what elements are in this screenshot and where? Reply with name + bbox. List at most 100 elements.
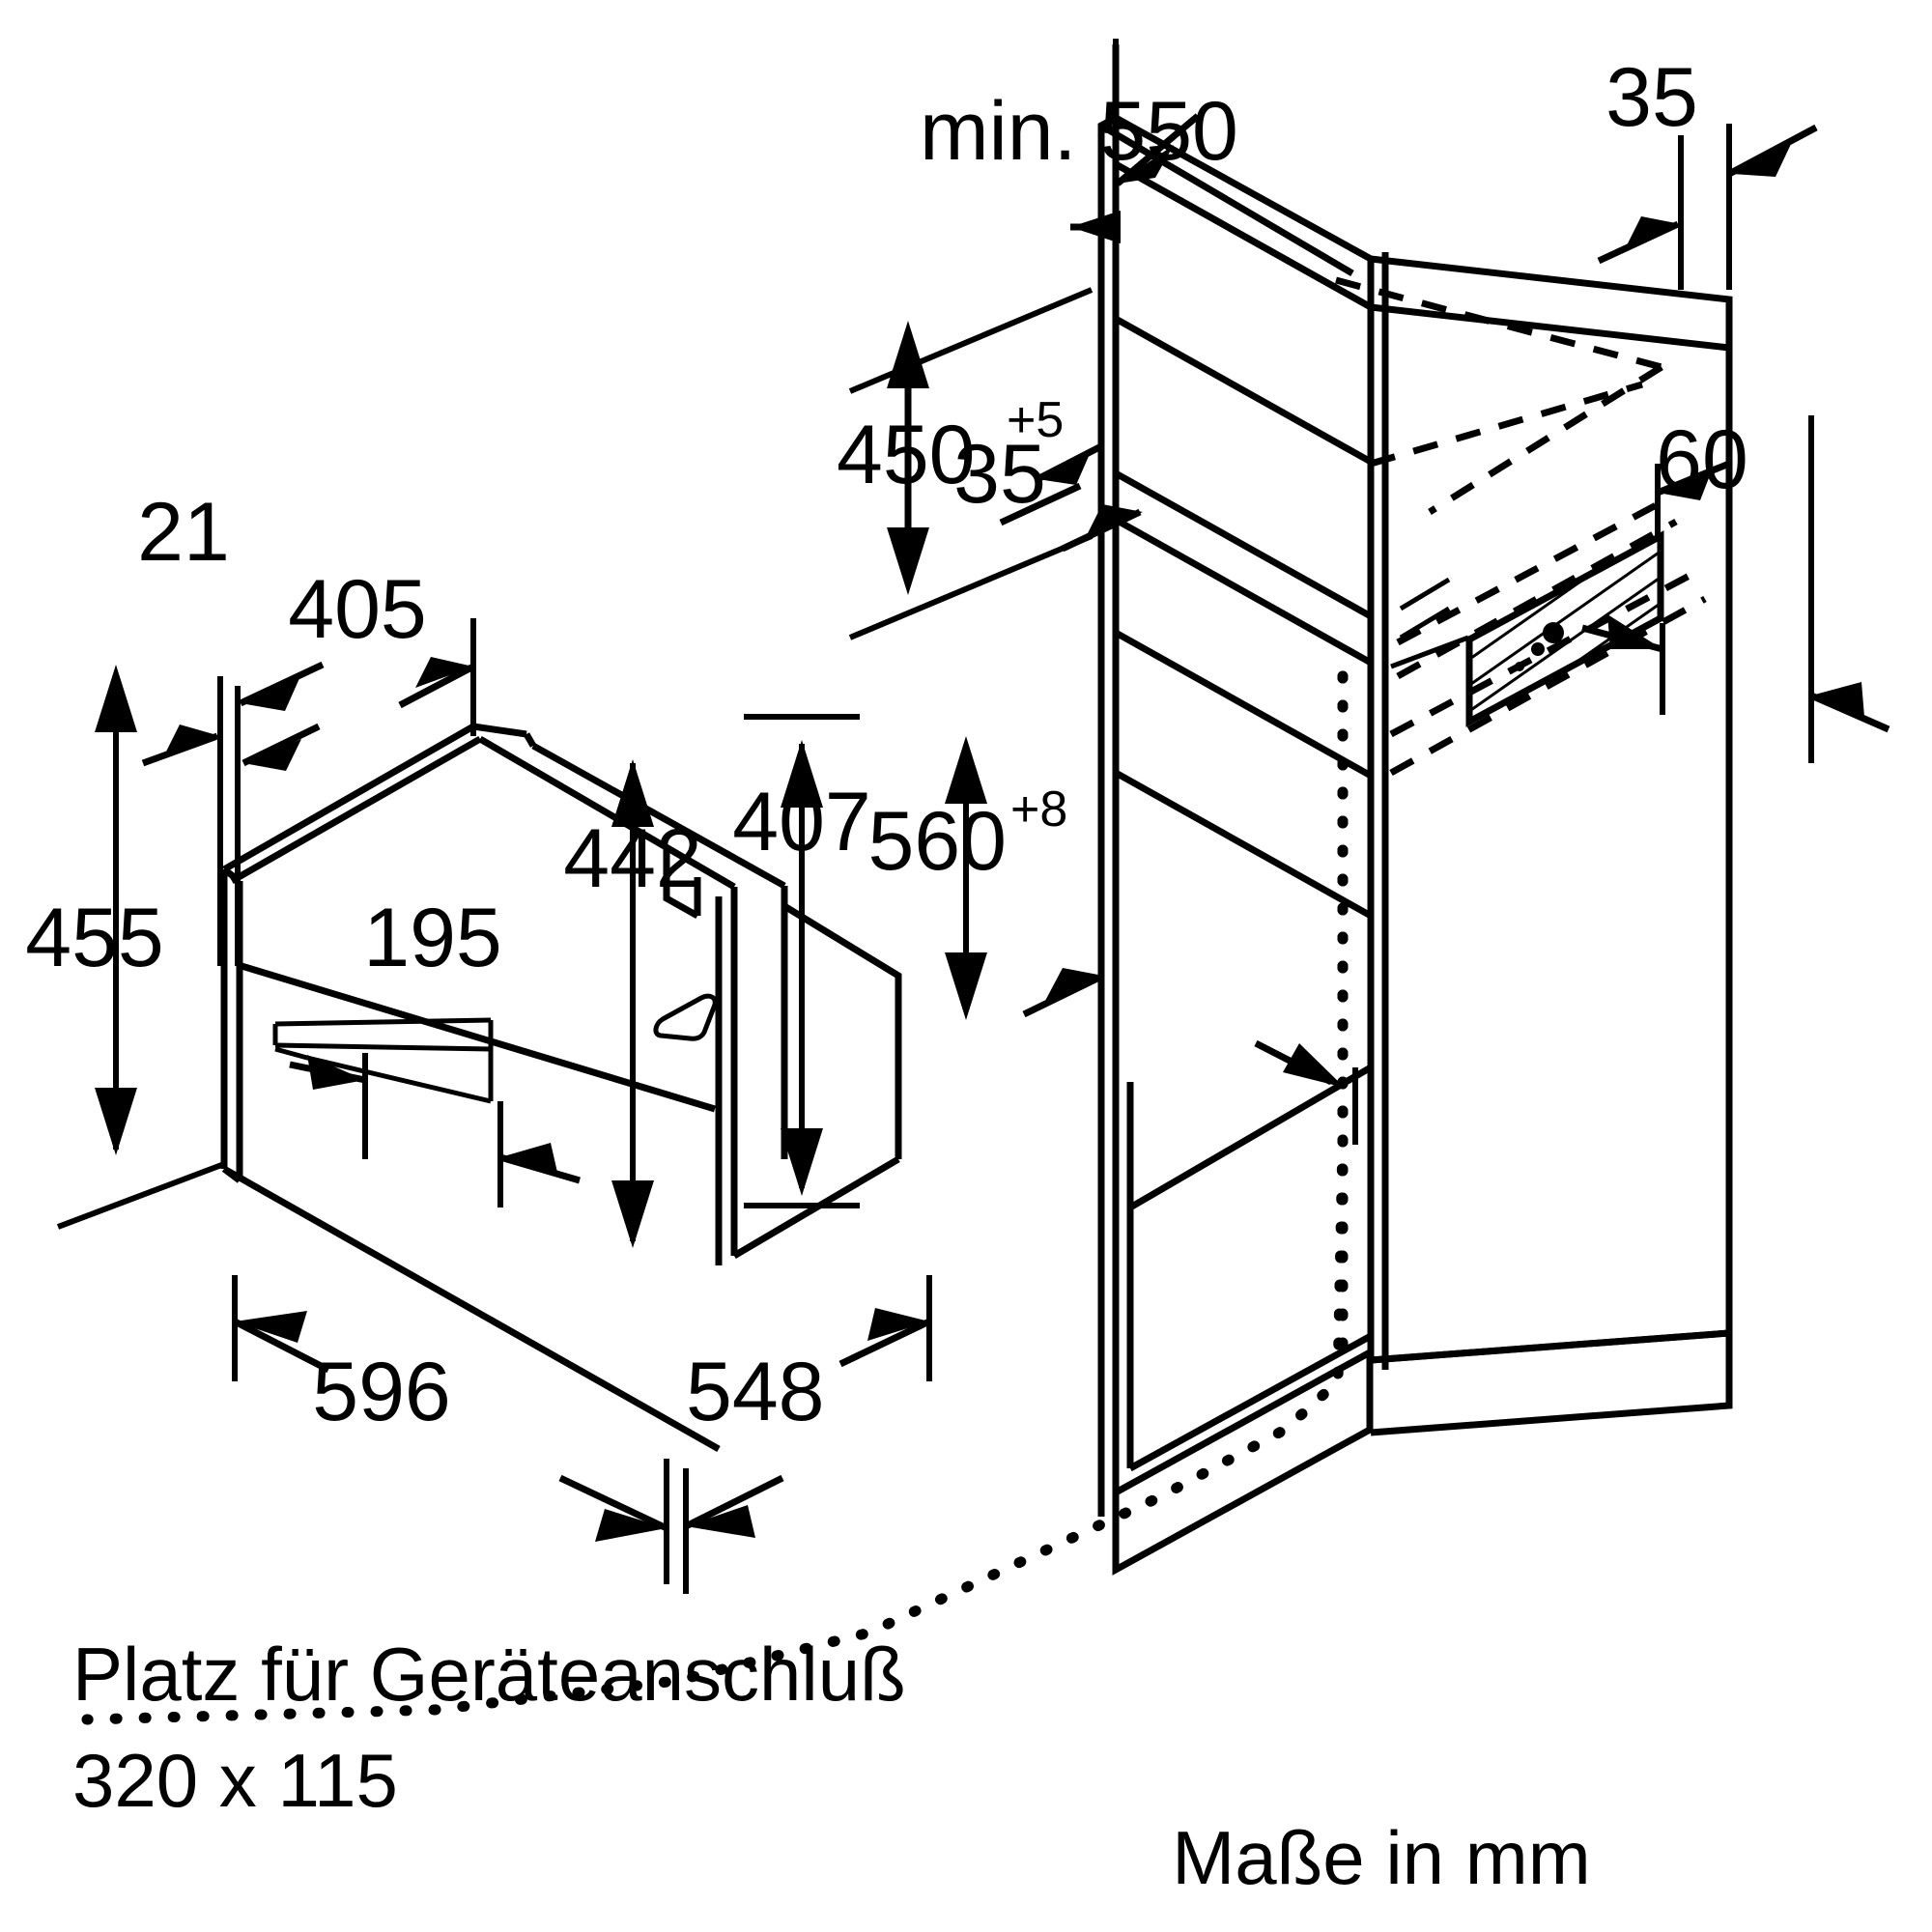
- arrowhead-596-right: [595, 1509, 667, 1542]
- appliance-left-bottom-join: [221, 1166, 242, 1183]
- dim-label-450: 450: [837, 409, 976, 501]
- right-view-dimensions: [848, 39, 1890, 1145]
- shelf-top-underside: [1114, 160, 1373, 311]
- appliance-display-bottom: [274, 1042, 492, 1052]
- arrowhead-450-down: [887, 527, 929, 595]
- note-connection-line2: 320 x 115: [72, 1738, 398, 1823]
- appliance-display-lower-edge: [306, 1055, 492, 1104]
- dim-label-195: 195: [363, 892, 502, 984]
- shelf-mid-top: [1114, 469, 1373, 620]
- arrowhead-195-left: [307, 1055, 365, 1090]
- dim-label-35-mid: 35: [953, 428, 1046, 521]
- arrowhead-35top-left: [1625, 216, 1681, 249]
- hidden-line-top-rear-1: [1335, 276, 1662, 371]
- witness-450-upper: [848, 287, 1094, 394]
- shelf-mid-bottom: [1114, 516, 1373, 667]
- arrowhead-407lv-up: [781, 740, 823, 808]
- arrowhead-407-up: [945, 736, 987, 804]
- note-units: Maße in mm: [1172, 1815, 1590, 1900]
- leader-outer-right: [1809, 692, 1890, 733]
- hidden-line-top-rear-3: [1370, 381, 1643, 468]
- arrowhead-442-down: [611, 1180, 654, 1248]
- hidden-line-mid-rear-2: [1396, 518, 1678, 680]
- appliance-right-side-outline: [782, 903, 902, 1159]
- dim-label-450-tolerance: +5: [1007, 392, 1064, 448]
- arrowhead-35mid-lower: [1086, 504, 1143, 537]
- cabinet-plinth-right: [1370, 1329, 1733, 1436]
- leader-405-left: [242, 723, 321, 767]
- left-view-dimensions: [56, 618, 932, 1594]
- dim-label-21: 21: [137, 486, 230, 579]
- appliance-top-left-ridge: [222, 723, 475, 873]
- appliance-top-step-notch: [663, 848, 699, 920]
- leader-35top-right: [1727, 124, 1818, 178]
- arrowhead-21-left: [164, 724, 220, 755]
- leader-596-right: [558, 1474, 668, 1532]
- hatch-tick-3: [1390, 635, 1469, 669]
- arrowhead-455-up: [95, 665, 137, 732]
- arrowhead-405-left: [243, 739, 301, 771]
- arrowhead-21-right: [241, 676, 300, 711]
- appliance-handle-recess: [653, 993, 718, 1041]
- leader-405-right: [398, 663, 475, 709]
- arrowhead-560-left: [1045, 968, 1103, 1001]
- connection-dot-large: [1543, 622, 1564, 643]
- arrowhead-548-right: [867, 1308, 929, 1341]
- witness-450-lower: [848, 533, 1094, 640]
- appliance-top-right-ridge2: [478, 735, 736, 891]
- witness-455-bottom: [56, 1161, 226, 1230]
- leader-548-right: [838, 1318, 931, 1368]
- appliance-front-bottom-edge: [222, 1165, 721, 1453]
- arrowhead-60-right: [1658, 470, 1712, 500]
- appliance-top-notch-2: [523, 732, 537, 748]
- arrowhead-596-left: [235, 1311, 307, 1343]
- dim-label-455: 455: [25, 892, 164, 984]
- connection-dot-small: [1515, 662, 1524, 671]
- dim-label-548: 548: [686, 1346, 825, 1438]
- hidden-line-lower-rear-2: [1389, 595, 1707, 777]
- appliance-display-top: [274, 1017, 492, 1027]
- dim-label-442: 442: [563, 812, 702, 905]
- dim-label-60: 60: [1656, 413, 1748, 506]
- leader-548-left: [684, 1474, 784, 1530]
- cabinet-plinth-left: [1112, 1352, 1374, 1576]
- appliance-top-left-ridge2: [230, 735, 482, 885]
- electrical-connection-block: [1465, 530, 1664, 727]
- leader-596-left: [233, 1318, 330, 1374]
- shelf-lower-top: [1114, 629, 1373, 780]
- shelf-lower-bottom: [1114, 769, 1373, 920]
- cabinet-floor-front: [1128, 1332, 1373, 1472]
- dim-label-min550: min. 550: [920, 85, 1238, 178]
- arrowhead-min550-in: [1118, 145, 1174, 184]
- arrowhead-442-up: [611, 759, 654, 827]
- leader-35mid-upper: [1036, 442, 1103, 483]
- hatch-tick-1: [1399, 577, 1451, 611]
- cabinet-right-side-inner: [1370, 303, 1730, 352]
- arrowhead-outer-right: [1811, 682, 1864, 717]
- leader-560-left: [1022, 972, 1105, 1018]
- arrowhead-450-up: [887, 321, 929, 388]
- dim-label-560: 560: [868, 795, 1008, 888]
- hidden-line-top-rear-2: [1428, 364, 1663, 515]
- dim-label-35-top: 35: [1605, 51, 1698, 144]
- arrowhead-548-left: [686, 1505, 755, 1538]
- arrowhead-35mid-upper: [1037, 454, 1090, 485]
- arrowhead-60-left: [1607, 614, 1662, 649]
- hatch-tick-2: [1399, 606, 1451, 640]
- arrowhead-min550-out: [1070, 211, 1121, 243]
- arrowhead-455-down: [95, 1088, 137, 1155]
- appliance-display-lower-left: [274, 1046, 308, 1061]
- cabinet-floor-front2: [1114, 1349, 1372, 1496]
- leader-min550-in: [1115, 113, 1201, 186]
- note-connection-line1: Platz für Geräteanschluß: [72, 1632, 906, 1717]
- shelf-upper-front: [1114, 315, 1373, 466]
- arrowhead-35top-right: [1732, 142, 1792, 177]
- connection-dot-mid: [1531, 642, 1545, 656]
- cabinet-inner-back-floor: [1128, 1064, 1373, 1211]
- dim-label-407: 407: [732, 776, 871, 868]
- arrowhead-560-right: [1283, 1043, 1345, 1088]
- dim-label-560-tolerance: +8: [1010, 781, 1067, 838]
- arrowhead-407-down: [945, 952, 987, 1020]
